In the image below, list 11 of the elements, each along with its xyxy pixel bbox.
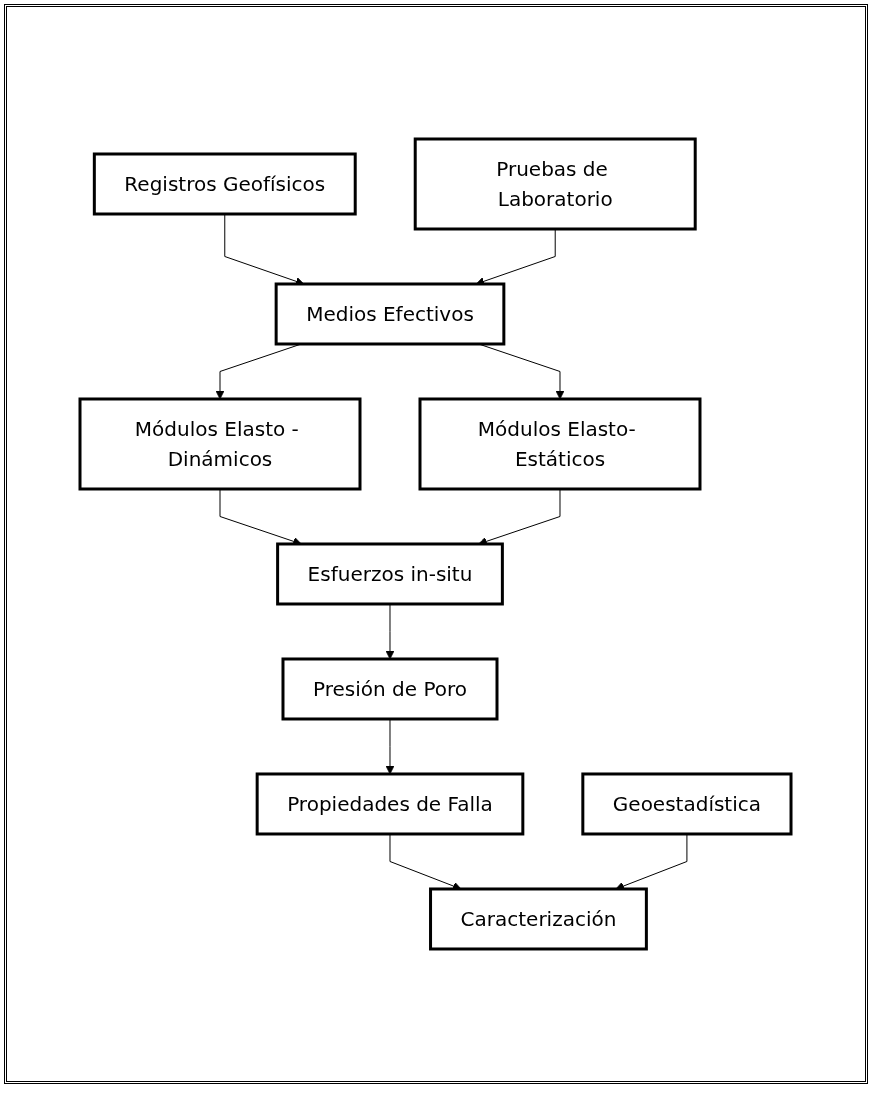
node-box bbox=[275, 282, 506, 346]
node-box bbox=[276, 542, 505, 606]
node-box bbox=[419, 397, 702, 491]
node-box bbox=[93, 152, 358, 216]
node-box bbox=[429, 887, 649, 951]
page-frame: Registros Geofísicos Pruebas de Laboratorio Medios Efectivos Módulos Elasto - Dinámicos Módulos Elasto- Estáticos Esfuerzos in-situ Presión de Poro Propiedades de Falla Geoestadística Caracterización bbox=[4, 4, 868, 1084]
node-box bbox=[282, 657, 499, 721]
node-box bbox=[79, 397, 362, 491]
node-box bbox=[581, 772, 793, 836]
node-box bbox=[414, 137, 698, 231]
node-box bbox=[256, 772, 525, 836]
